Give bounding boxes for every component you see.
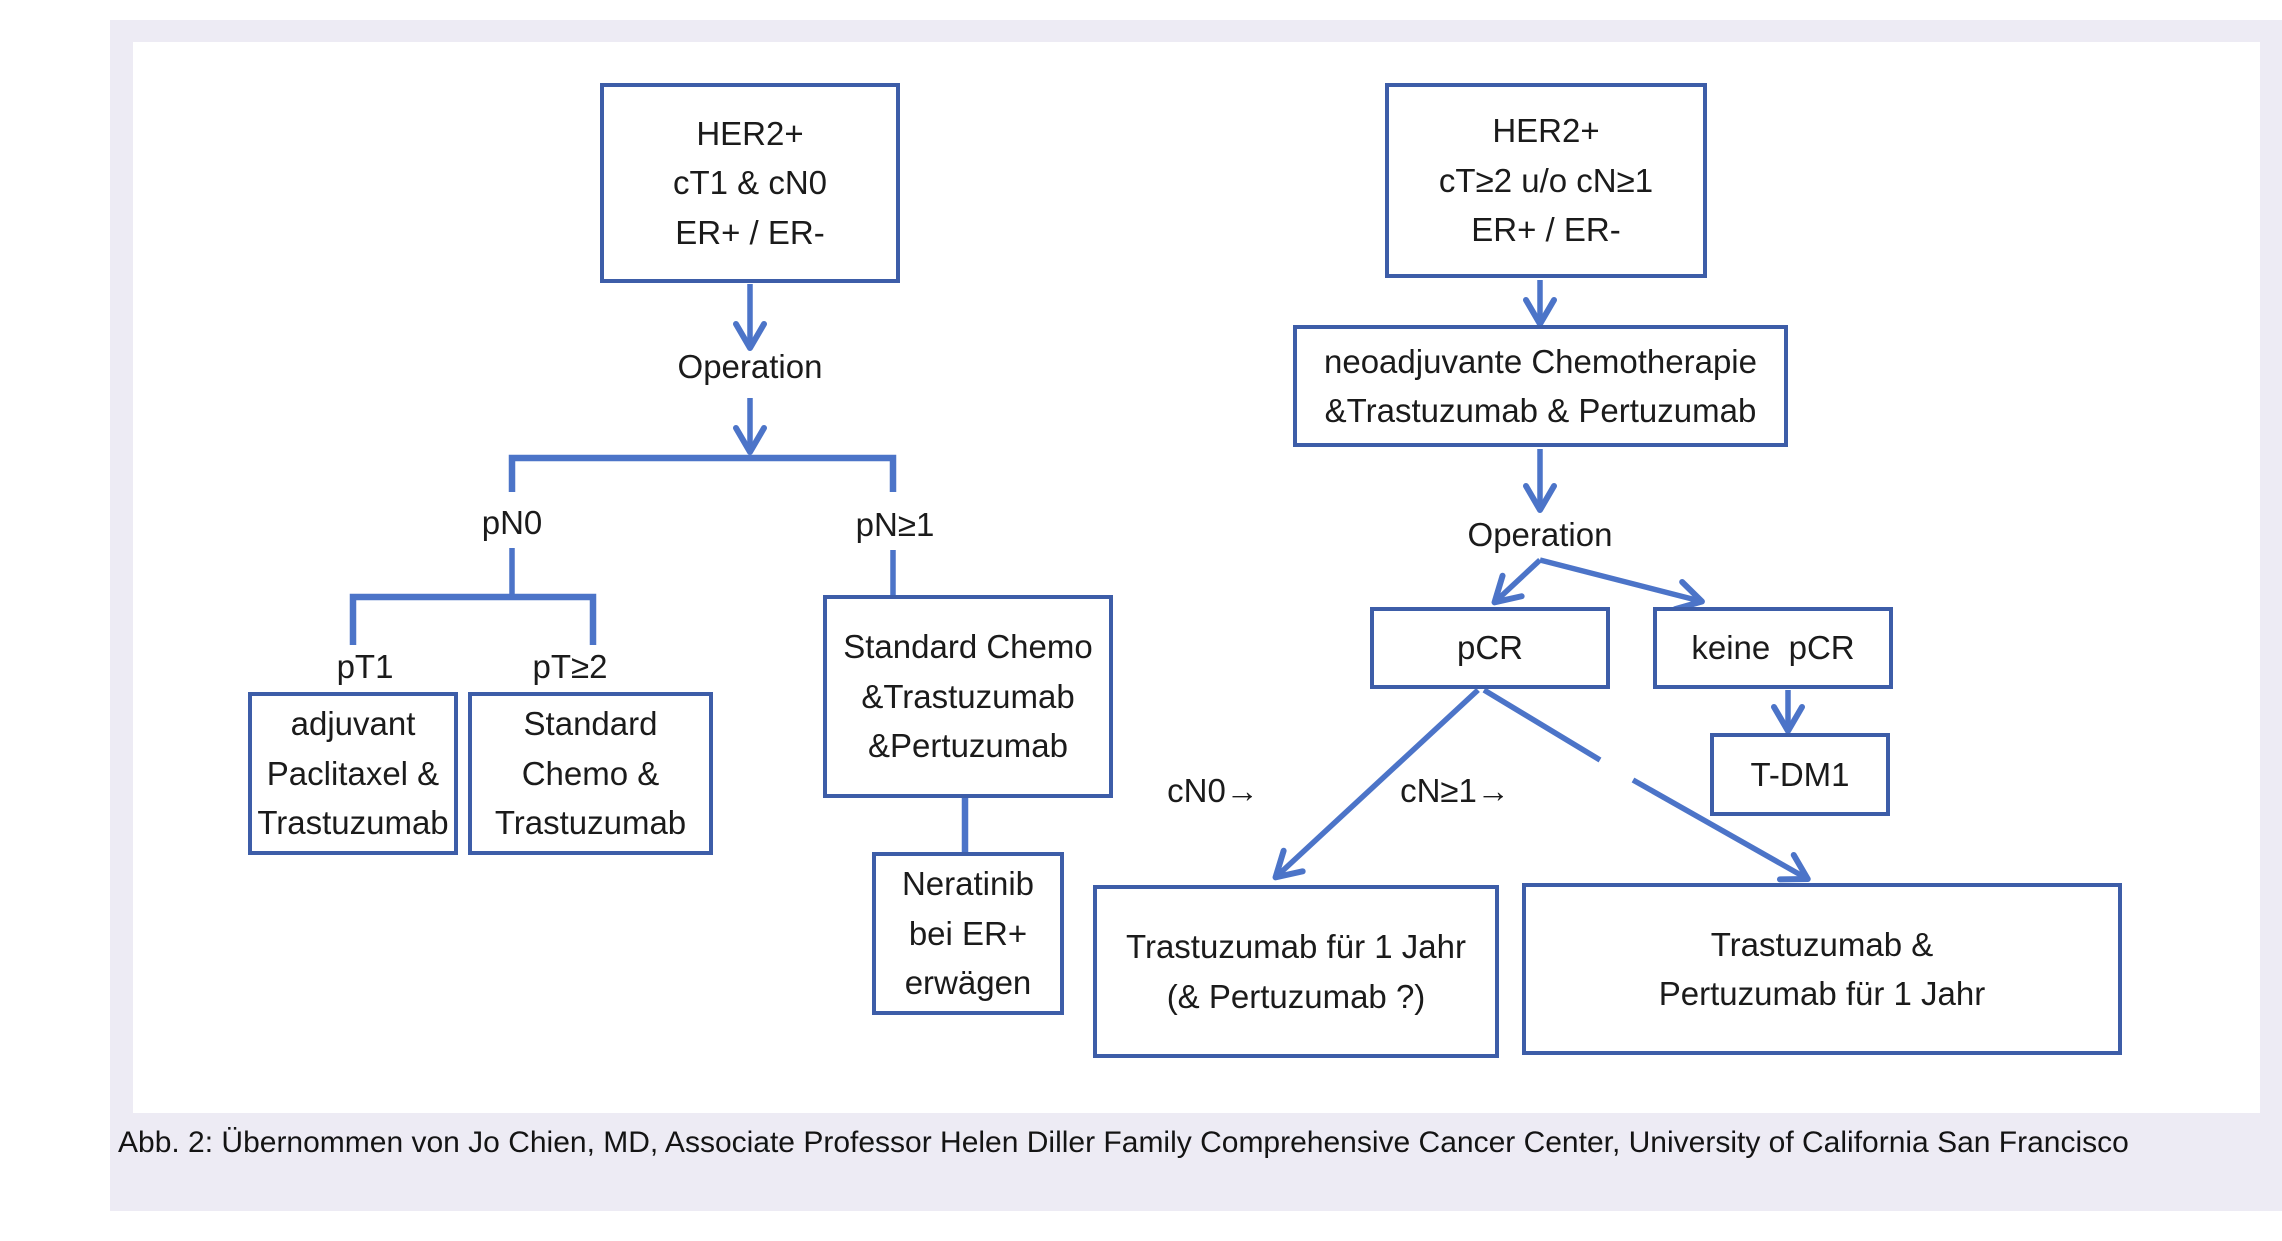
node-line: T-DM1	[1750, 755, 1850, 793]
node-tdm1: T-DM1	[1710, 733, 1890, 816]
node-neratinib: Neratinib bei ER+ erwägen	[872, 852, 1064, 1015]
node-line: Chemo &	[521, 754, 660, 792]
node-trastuzumab-pertuzumab-1-jahr: Trastuzumab & Pertuzumab für 1 Jahr	[1522, 883, 2122, 1055]
figure-caption: Abb. 2: Übernommen von Jo Chien, MD, Ass…	[118, 1126, 2129, 1159]
node-line: erwägen	[904, 964, 1032, 1002]
node-line: Pertuzumab für 1 Jahr	[1658, 975, 1986, 1012]
node-line: ER+ / ER-	[1471, 211, 1621, 249]
node-line: Neratinib	[901, 865, 1035, 903]
label-pt2: pT≥2	[532, 648, 608, 685]
node-line: adjuvant	[290, 705, 416, 743]
node-her2-ct2-cn1: HER2+ cT≥2 u/o cN≥1 ER+ / ER-	[1385, 83, 1707, 278]
label-pn1: pN≥1	[855, 506, 935, 543]
node-line: (& Pertuzumab ?)	[1166, 977, 1426, 1015]
node-line: Trastuzumab	[494, 804, 687, 842]
label-operation-left: Operation	[677, 348, 823, 385]
node-standard-chemo-trastuzumab-pertuzumab: Standard Chemo &Trastuzumab &Pertuzumab	[823, 595, 1113, 798]
node-pcr: pCR	[1370, 607, 1610, 689]
node-line: &Trastuzumab & Pertuzumab	[1324, 392, 1757, 429]
node-keine-pcr: keine pCR	[1653, 607, 1893, 689]
label-cn0: cN0→	[1167, 772, 1259, 809]
node-line: keine pCR	[1691, 629, 1855, 667]
node-line: bei ER+	[908, 914, 1028, 952]
label-cn1: cN≥1→	[1400, 772, 1510, 809]
node-line: HER2+	[1492, 112, 1600, 150]
node-her2-ct1-cn0: HER2+ cT1 & cN0 ER+ / ER-	[600, 83, 900, 283]
node-line: HER2+	[696, 114, 804, 152]
node-neoadjuvant-chemo: neoadjuvante Chemotherapie &Trastuzumab …	[1293, 325, 1788, 447]
label-pt1: pT1	[336, 648, 394, 685]
node-line: pCR	[1456, 629, 1524, 667]
node-line: Standard Chemo	[843, 628, 1093, 666]
node-line: cT1 & cN0	[672, 164, 828, 202]
node-line: Trastuzumab	[257, 804, 449, 842]
node-line: neoadjuvante Chemotherapie	[1324, 342, 1757, 380]
node-line: &Trastuzumab	[861, 677, 1075, 715]
node-line: &Pertuzumab	[868, 727, 1068, 765]
node-adjuvant-paclitaxel: adjuvant Paclitaxel & Trastuzumab	[248, 692, 458, 855]
node-line: Standard	[523, 705, 658, 743]
label-pn0: pN0	[481, 504, 543, 541]
node-line: Paclitaxel &	[266, 754, 440, 792]
label-operation-right: Operation	[1467, 516, 1613, 553]
node-line: ER+ / ER-	[675, 213, 825, 251]
node-trastuzumab-1-jahr: Trastuzumab für 1 Jahr (& Pertuzumab ?)	[1093, 885, 1499, 1058]
node-standard-chemo-trastuzumab: Standard Chemo & Trastuzumab	[468, 692, 713, 855]
node-line: Trastuzumab für 1 Jahr	[1126, 928, 1466, 965]
node-line: Trastuzumab &	[1710, 925, 1934, 963]
node-line: cT≥2 u/o cN≥1	[1438, 161, 1654, 199]
